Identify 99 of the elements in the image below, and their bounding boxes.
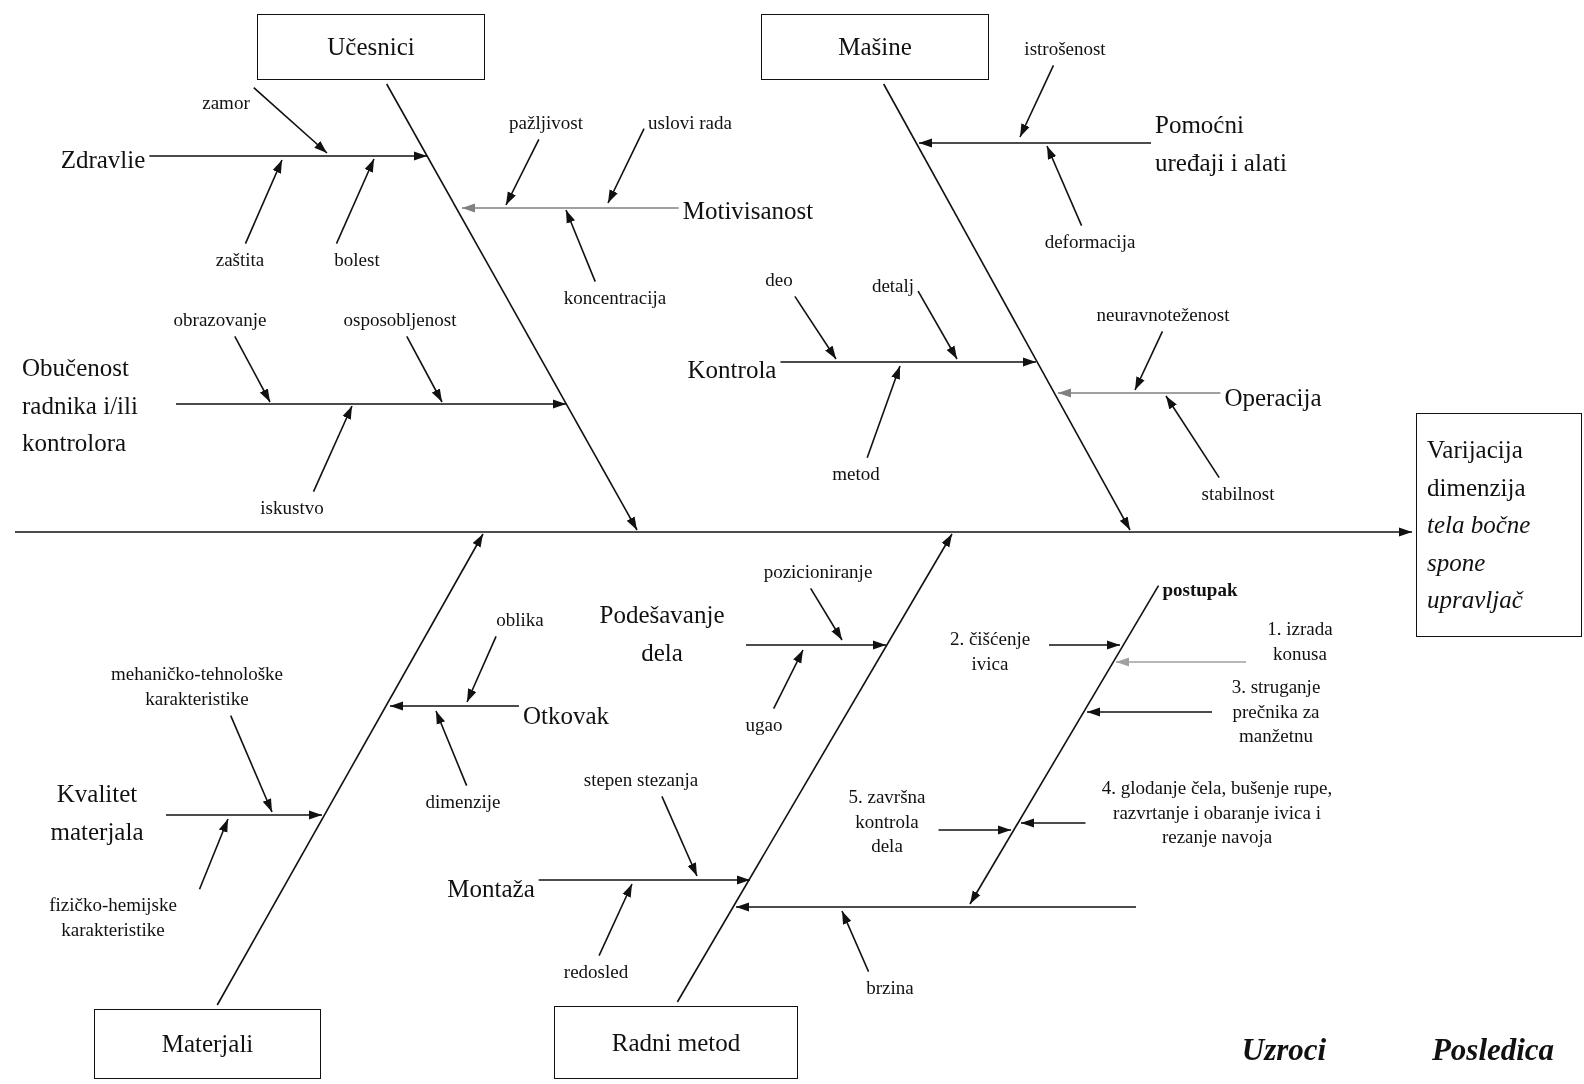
cause-label: pozicioniranje xyxy=(763,559,873,585)
cause-label: zamor xyxy=(202,90,250,116)
category-box xyxy=(761,14,989,80)
cause-label: fizičko-hemijske karakteristike xyxy=(25,893,201,943)
cause-label: brzina xyxy=(866,975,914,1001)
arrow xyxy=(466,635,497,703)
branch-label: postupak xyxy=(1162,577,1238,603)
arrow xyxy=(229,714,273,813)
arrow xyxy=(1134,330,1164,391)
arrow xyxy=(435,710,468,787)
branch-label: Obučenost radnika i/ili kontrolora xyxy=(22,348,172,462)
bone-arrow xyxy=(216,533,484,1006)
effect-sublabel: tela bočne spone upravljač xyxy=(1427,510,1532,616)
cause-label: pažljivost xyxy=(509,110,583,136)
cause-label: osposobljenost xyxy=(343,307,457,333)
bone-arrow xyxy=(882,83,1131,531)
arrow xyxy=(406,335,443,403)
section-label: Posledica xyxy=(1431,1032,1555,1068)
branch-label: Motivisanost xyxy=(682,192,814,230)
arrow xyxy=(1020,818,1087,828)
branch-label: Zdravlie xyxy=(60,141,146,179)
step-label: 3. struganje prečnika za manžetnu xyxy=(1216,674,1336,750)
arrow xyxy=(1115,657,1247,667)
arrow xyxy=(1019,64,1055,138)
cause-label: detalj xyxy=(871,273,915,299)
arrow xyxy=(917,290,958,360)
branch-label: Otkovak xyxy=(522,697,610,735)
branch-label: Kontrola xyxy=(687,351,777,389)
effect-box xyxy=(1416,413,1582,637)
cause-label: dimenzije xyxy=(425,789,501,815)
cause-label: obrazovanje xyxy=(173,307,267,333)
branch-label: Pomoćni uređaji i alati xyxy=(1155,105,1295,181)
bone-arrow xyxy=(676,533,953,1003)
arrow xyxy=(772,649,804,710)
category-label: Radni metod xyxy=(611,1027,741,1058)
category-box xyxy=(94,1009,321,1079)
category-label: Materjali xyxy=(161,1029,254,1060)
arrow xyxy=(1086,707,1213,717)
step-label: 5. završna kontrola dela xyxy=(839,784,935,860)
arrow xyxy=(537,875,751,885)
arrow xyxy=(244,159,283,245)
arrow xyxy=(937,825,1012,835)
arrow xyxy=(745,640,887,650)
category-label: Učesnici xyxy=(327,32,415,63)
arrow xyxy=(794,295,837,360)
arrow xyxy=(598,883,633,957)
arrow xyxy=(1057,388,1222,398)
section-label: Uzroci xyxy=(1241,1032,1327,1068)
bone-arrow xyxy=(385,83,638,531)
arrow xyxy=(918,138,1152,148)
arrow xyxy=(1046,145,1083,227)
branch-label: Kvalitet materjala xyxy=(32,774,162,850)
category-box xyxy=(257,14,485,80)
branch-label: Operacija xyxy=(1224,379,1322,417)
cause-label: oblika xyxy=(496,607,544,633)
arrow xyxy=(841,910,870,973)
arrow xyxy=(565,209,597,283)
cause-label: metod xyxy=(832,461,880,487)
step-label: 2. čišćenje ivica xyxy=(935,627,1045,677)
cause-label: iskustvo xyxy=(260,495,324,521)
arrow xyxy=(335,158,375,245)
step-label: 1. izrada konusa xyxy=(1250,617,1350,667)
cause-label: mehaničko-tehnološke karakteristike xyxy=(79,662,315,712)
arrow xyxy=(969,584,1160,905)
arrow xyxy=(234,335,271,403)
arrow xyxy=(312,405,353,493)
cause-label: stabilnost xyxy=(1201,481,1275,507)
cause-label: istrošenost xyxy=(1024,36,1106,62)
category-box xyxy=(554,1006,798,1079)
branch-label: Montaža xyxy=(447,870,535,908)
category-label: Mašine xyxy=(838,32,912,63)
arrow xyxy=(661,795,698,877)
arrow xyxy=(175,399,567,409)
arrow xyxy=(1048,640,1121,650)
arrow xyxy=(1165,395,1220,479)
step-label: 4. glodanje čela, bušenje rupe, razvrtanje i obaranje ivica i rezanje navoja xyxy=(1089,775,1345,851)
arrow xyxy=(461,203,680,213)
arrow xyxy=(866,365,901,459)
cause-label: uslovi rada xyxy=(648,110,732,136)
cause-label: ugao xyxy=(745,712,783,738)
arrow xyxy=(165,810,323,820)
cause-label: stepen stezanja xyxy=(583,767,699,793)
branch-label: Podešavanje dela xyxy=(582,595,742,671)
arrow xyxy=(779,357,1037,367)
arrow xyxy=(607,127,645,204)
arrow xyxy=(389,701,520,711)
cause-label: koncentracija xyxy=(563,285,667,311)
cause-label: neuravnoteženost xyxy=(1096,302,1230,328)
cause-label: bolest xyxy=(334,247,380,273)
arrow xyxy=(252,86,328,154)
cause-label: deformacija xyxy=(1044,229,1136,255)
cause-label: zaštita xyxy=(215,247,265,273)
spine-arrow xyxy=(14,527,1413,537)
arrow xyxy=(809,587,843,641)
cause-label: redosled xyxy=(563,959,629,985)
arrow xyxy=(505,138,540,206)
cause-label: deo xyxy=(765,267,793,293)
arrow xyxy=(148,151,428,161)
arrow xyxy=(198,818,229,891)
